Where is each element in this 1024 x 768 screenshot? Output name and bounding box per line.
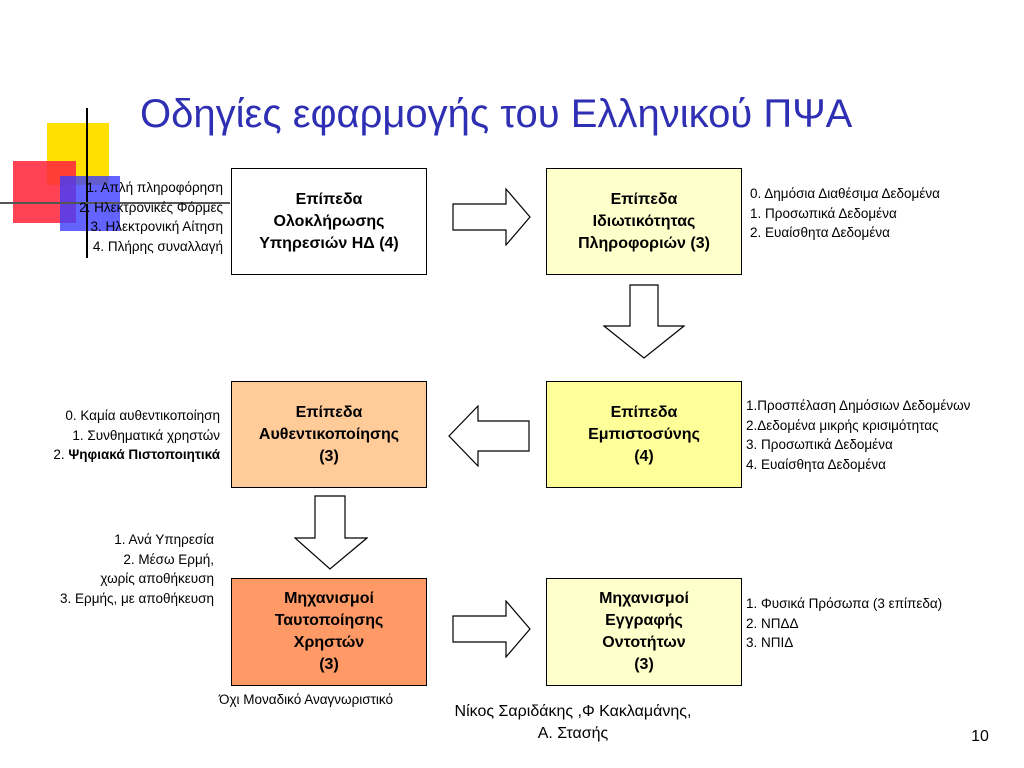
note-no-unique-identifier: Όχι Μοναδικό Αναγνωριστικό: [219, 692, 394, 707]
list-item: 2. Ψηφιακά Πιστοποιητικά: [53, 445, 220, 465]
box-line: Οντοτήτων: [602, 634, 686, 651]
list-privacy-levels: 0. Δημόσια Διαθέσιμα Δεδομένα 1. Προσωπι…: [750, 184, 940, 243]
box-line: (4): [634, 447, 654, 465]
list-item: 1. Ανά Υπηρεσία: [114, 532, 214, 547]
box-line: Μηχανισμοί: [599, 590, 689, 607]
box-line: Χρηστών: [293, 634, 365, 651]
box-line: Εγγραφής: [605, 612, 683, 629]
list-item: 2. Ηλεκτρονικές Φόρμες: [79, 199, 223, 215]
box-line: (3): [319, 447, 339, 465]
list-item: 4. Πλήρης συναλλαγή: [92, 238, 223, 254]
list-item: 1.Προσπέλαση Δημόσιων Δεδομένων: [746, 398, 971, 413]
box-line: Εμπιστοσύνης: [588, 425, 700, 443]
list-item-number: 2.: [53, 447, 65, 462]
slide-title: Οδηγίες εφαρμογής του Ελληνικού ΠΨΑ: [140, 92, 853, 136]
list-item: χωρίς αποθήκευση: [100, 571, 214, 586]
list-item: 3. Ηλεκτρονική Αίτηση: [90, 219, 224, 234]
box-user-identification-mechanisms: Μηχανισμοί Ταυτοποίησης Χρηστών (3): [231, 578, 427, 686]
box-line: (3): [634, 656, 654, 673]
list-service-levels: 1. Απλή πληροφόρηση 2. Ηλεκτρονικές Φόρμ…: [79, 178, 223, 256]
list-registration-mechanisms: 1. Φυσικά Πρόσωπα (3 επίπεδα) 2. ΝΠΔΔ 3.…: [746, 594, 942, 653]
arrow-right-icon: [452, 188, 531, 246]
box-trust-levels: Επίπεδα Εμπιστοσύνης (4): [546, 381, 742, 488]
box-line: Πληροφοριών (3): [578, 234, 710, 252]
decor-horizontal-line: [0, 202, 230, 204]
arrow-down-icon: [294, 495, 368, 570]
list-item: 3. Ερμής, με αποθήκευση: [60, 590, 214, 606]
box-line: Ταυτοποίησης: [274, 612, 384, 629]
list-authentication-levels: 0. Καμία αυθεντικοποίηση 1. Συνθηματικά …: [53, 406, 220, 465]
box-line: Αυθεντικοποίησης: [258, 425, 400, 443]
box-line: Επίπεδα: [295, 403, 363, 421]
list-item: 0. Δημόσια Διαθέσιμα Δεδομένα: [750, 186, 940, 201]
list-item: 2. Μέσω Ερμή,: [123, 551, 214, 567]
box-line: Ιδιωτικότητας: [592, 212, 696, 230]
box-entity-registration-mechanisms: Μηχανισμοί Εγγραφής Οντοτήτων (3): [546, 578, 742, 686]
box-line: Ολοκλήρωσης: [273, 212, 385, 230]
list-item: 1. Φυσικά Πρόσωπα (3 επίπεδα): [746, 596, 943, 611]
list-item: 3. ΝΠΙΔ: [746, 635, 794, 650]
list-item: 4. Ευαίσθητα Δεδομένα: [746, 456, 886, 472]
list-item: 2.Δεδομένα μικρής κρισιμότητας: [746, 417, 939, 433]
decor-vertical-line: [86, 108, 88, 258]
arrow-right-icon: [452, 600, 531, 658]
page-number: 10: [971, 728, 989, 745]
list-item: 2. Ευαίσθητα Δεδομένα: [750, 225, 890, 240]
box-line: Επίπεδα: [610, 190, 678, 208]
box-privacy-levels: Επίπεδα Ιδιωτικότητας Πληροφοριών (3): [546, 168, 742, 275]
box-authentication-levels: Επίπεδα Αυθεντικοποίησης (3): [231, 381, 427, 488]
arrow-down-icon: [603, 284, 685, 359]
list-item: 3. Προσωπικά Δεδομένα: [746, 437, 893, 452]
footer-authors-line: Α. Στασής: [537, 725, 609, 742]
list-item: 0. Καμία αυθεντικοποίηση: [65, 408, 220, 423]
box-line: Επίπεδα: [295, 190, 363, 208]
list-item: 1. Απλή πληροφόρηση: [86, 180, 223, 195]
list-item: 1. Προσωπικά Δεδομένα: [750, 205, 897, 221]
box-line: (3): [319, 656, 339, 673]
footer-authors-line: Νίκος Σαριδάκης ,Φ Κακλαμάνης,: [454, 703, 692, 720]
list-identification-mechanisms: 1. Ανά Υπηρεσία 2. Μέσω Ερμή, χωρίς αποθ…: [60, 530, 214, 608]
footer-authors: Νίκος Σαριδάκης ,Φ Κακλαμάνης, Α. Στασής: [423, 701, 723, 745]
arrow-left-icon: [448, 405, 530, 467]
box-line: Μηχανισμοί: [284, 590, 374, 607]
list-trust-levels: 1.Προσπέλαση Δημόσιων Δεδομένων 2.Δεδομέ…: [746, 396, 970, 474]
list-item-bold: Ψηφιακά Πιστοποιητικά: [68, 447, 220, 462]
list-item: 2. ΝΠΔΔ: [746, 615, 799, 631]
box-service-integration-levels: Επίπεδα Ολοκλήρωσης Υπηρεσιών ΗΔ (4): [231, 168, 427, 275]
list-item: 1. Συνθηματικά χρηστών: [72, 427, 220, 443]
box-line: Επίπεδα: [610, 403, 678, 421]
box-line: Υπηρεσιών ΗΔ (4): [259, 234, 399, 252]
